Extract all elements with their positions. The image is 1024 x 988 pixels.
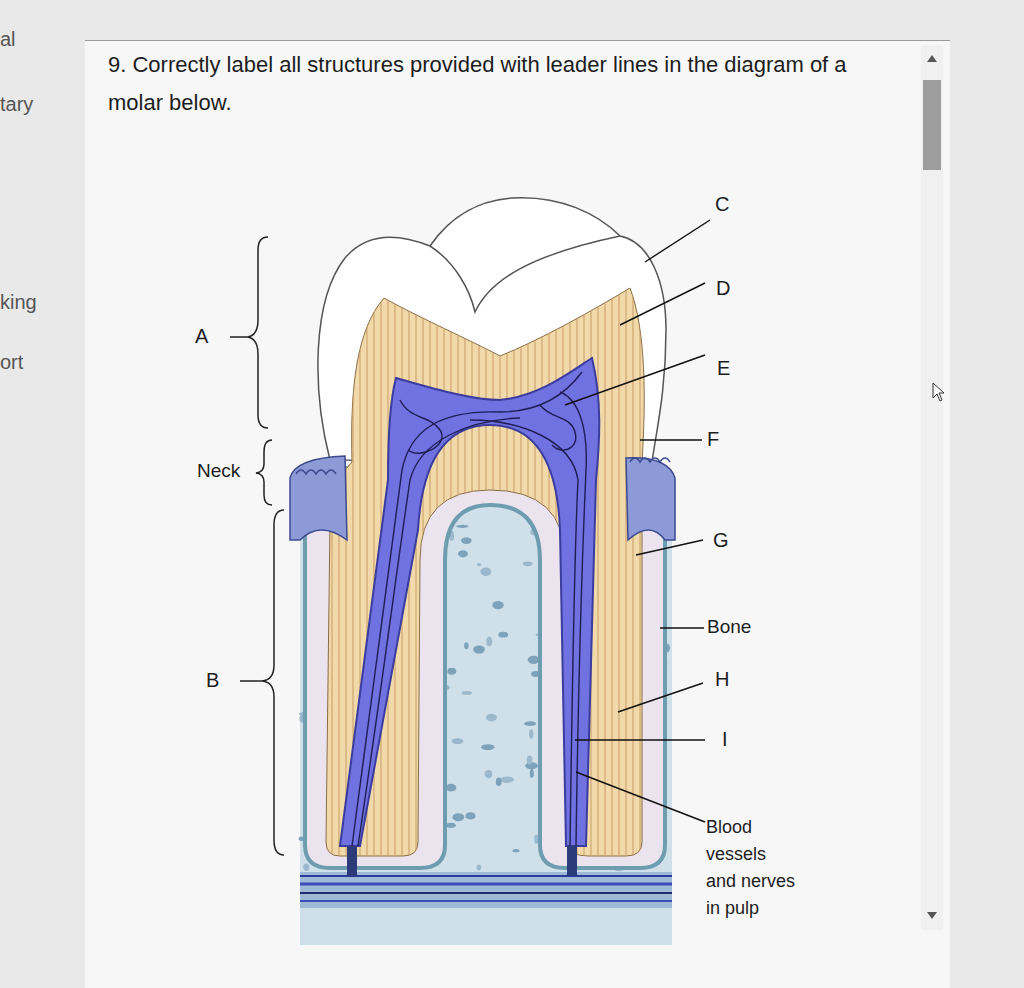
bone-space	[461, 537, 472, 544]
bone-space	[481, 744, 494, 750]
bone-space	[480, 567, 491, 575]
bone-space	[486, 637, 492, 646]
bracket	[256, 440, 272, 505]
bone-space	[465, 812, 475, 819]
bone-space	[530, 769, 534, 778]
bone-space	[525, 762, 538, 769]
sidebar-fragment: ort	[0, 351, 23, 374]
bone-space	[464, 642, 468, 649]
bone-space	[496, 777, 502, 786]
scroll-thumb	[923, 80, 941, 170]
bone-space	[476, 865, 481, 871]
callout-letter: E	[717, 357, 730, 380]
bone-space	[527, 755, 533, 764]
bracket-tick	[230, 336, 248, 338]
bone-space	[447, 668, 456, 675]
bone-space	[512, 849, 519, 852]
bone-space	[473, 645, 485, 653]
bone-space	[446, 823, 456, 828]
apical-vessels	[347, 846, 357, 876]
callout-letter: F	[707, 428, 719, 451]
gingiva	[290, 456, 347, 540]
bone-space	[452, 813, 464, 821]
callout-letter: G	[713, 529, 729, 552]
bone-space	[523, 561, 533, 566]
sidebar-fragment: king	[0, 291, 37, 314]
bone-space	[498, 632, 508, 638]
apical-vessels	[567, 846, 577, 876]
dentin-tubules	[326, 288, 644, 856]
callout-letter: A	[195, 325, 208, 348]
gingiva-edge	[630, 458, 670, 462]
scroll-down-arrow	[927, 912, 937, 919]
bone-space	[492, 601, 504, 609]
bone-space	[534, 835, 538, 844]
bone-space	[485, 770, 493, 778]
gingiva	[626, 458, 675, 540]
bracket	[248, 237, 268, 428]
gingiva-edge	[296, 470, 336, 474]
pulp	[340, 358, 599, 846]
sidebar-fragment: tary	[0, 93, 33, 116]
pulp-vessels-nerves	[352, 372, 586, 846]
bone-space	[500, 777, 513, 783]
sidebar-fragment: al	[0, 28, 16, 51]
vessel-band	[300, 872, 672, 908]
callout-letter: B	[206, 669, 219, 692]
callout-letter: C	[715, 193, 729, 216]
bone-space	[529, 729, 533, 739]
dentin	[326, 288, 644, 856]
leader-lines	[565, 220, 710, 822]
part-label: Blood vessels and nerves in pulp	[706, 814, 798, 922]
callout-letter: D	[716, 277, 730, 300]
bone-space	[524, 721, 536, 726]
bone-space	[458, 550, 468, 557]
bone-space	[452, 738, 464, 744]
scroll-up-arrow	[927, 55, 937, 62]
bone-space	[303, 864, 309, 872]
part-label: Bone	[707, 616, 751, 638]
bracket-tick	[240, 680, 262, 682]
enamel-groove	[430, 236, 620, 312]
bone-space	[528, 656, 540, 664]
bone-space	[477, 563, 482, 566]
scroll-track	[921, 45, 943, 930]
bone-space	[456, 525, 468, 528]
bone-space	[461, 691, 472, 695]
bracket	[262, 510, 284, 855]
callout-letter: I	[722, 728, 728, 751]
question-title: 9. Correctly label all structures provid…	[108, 46, 868, 122]
region-label: Neck	[197, 460, 240, 482]
callout-letter: H	[715, 668, 729, 691]
bone-space	[486, 714, 497, 722]
mouse-cursor	[933, 383, 944, 401]
bone-space	[446, 784, 456, 792]
